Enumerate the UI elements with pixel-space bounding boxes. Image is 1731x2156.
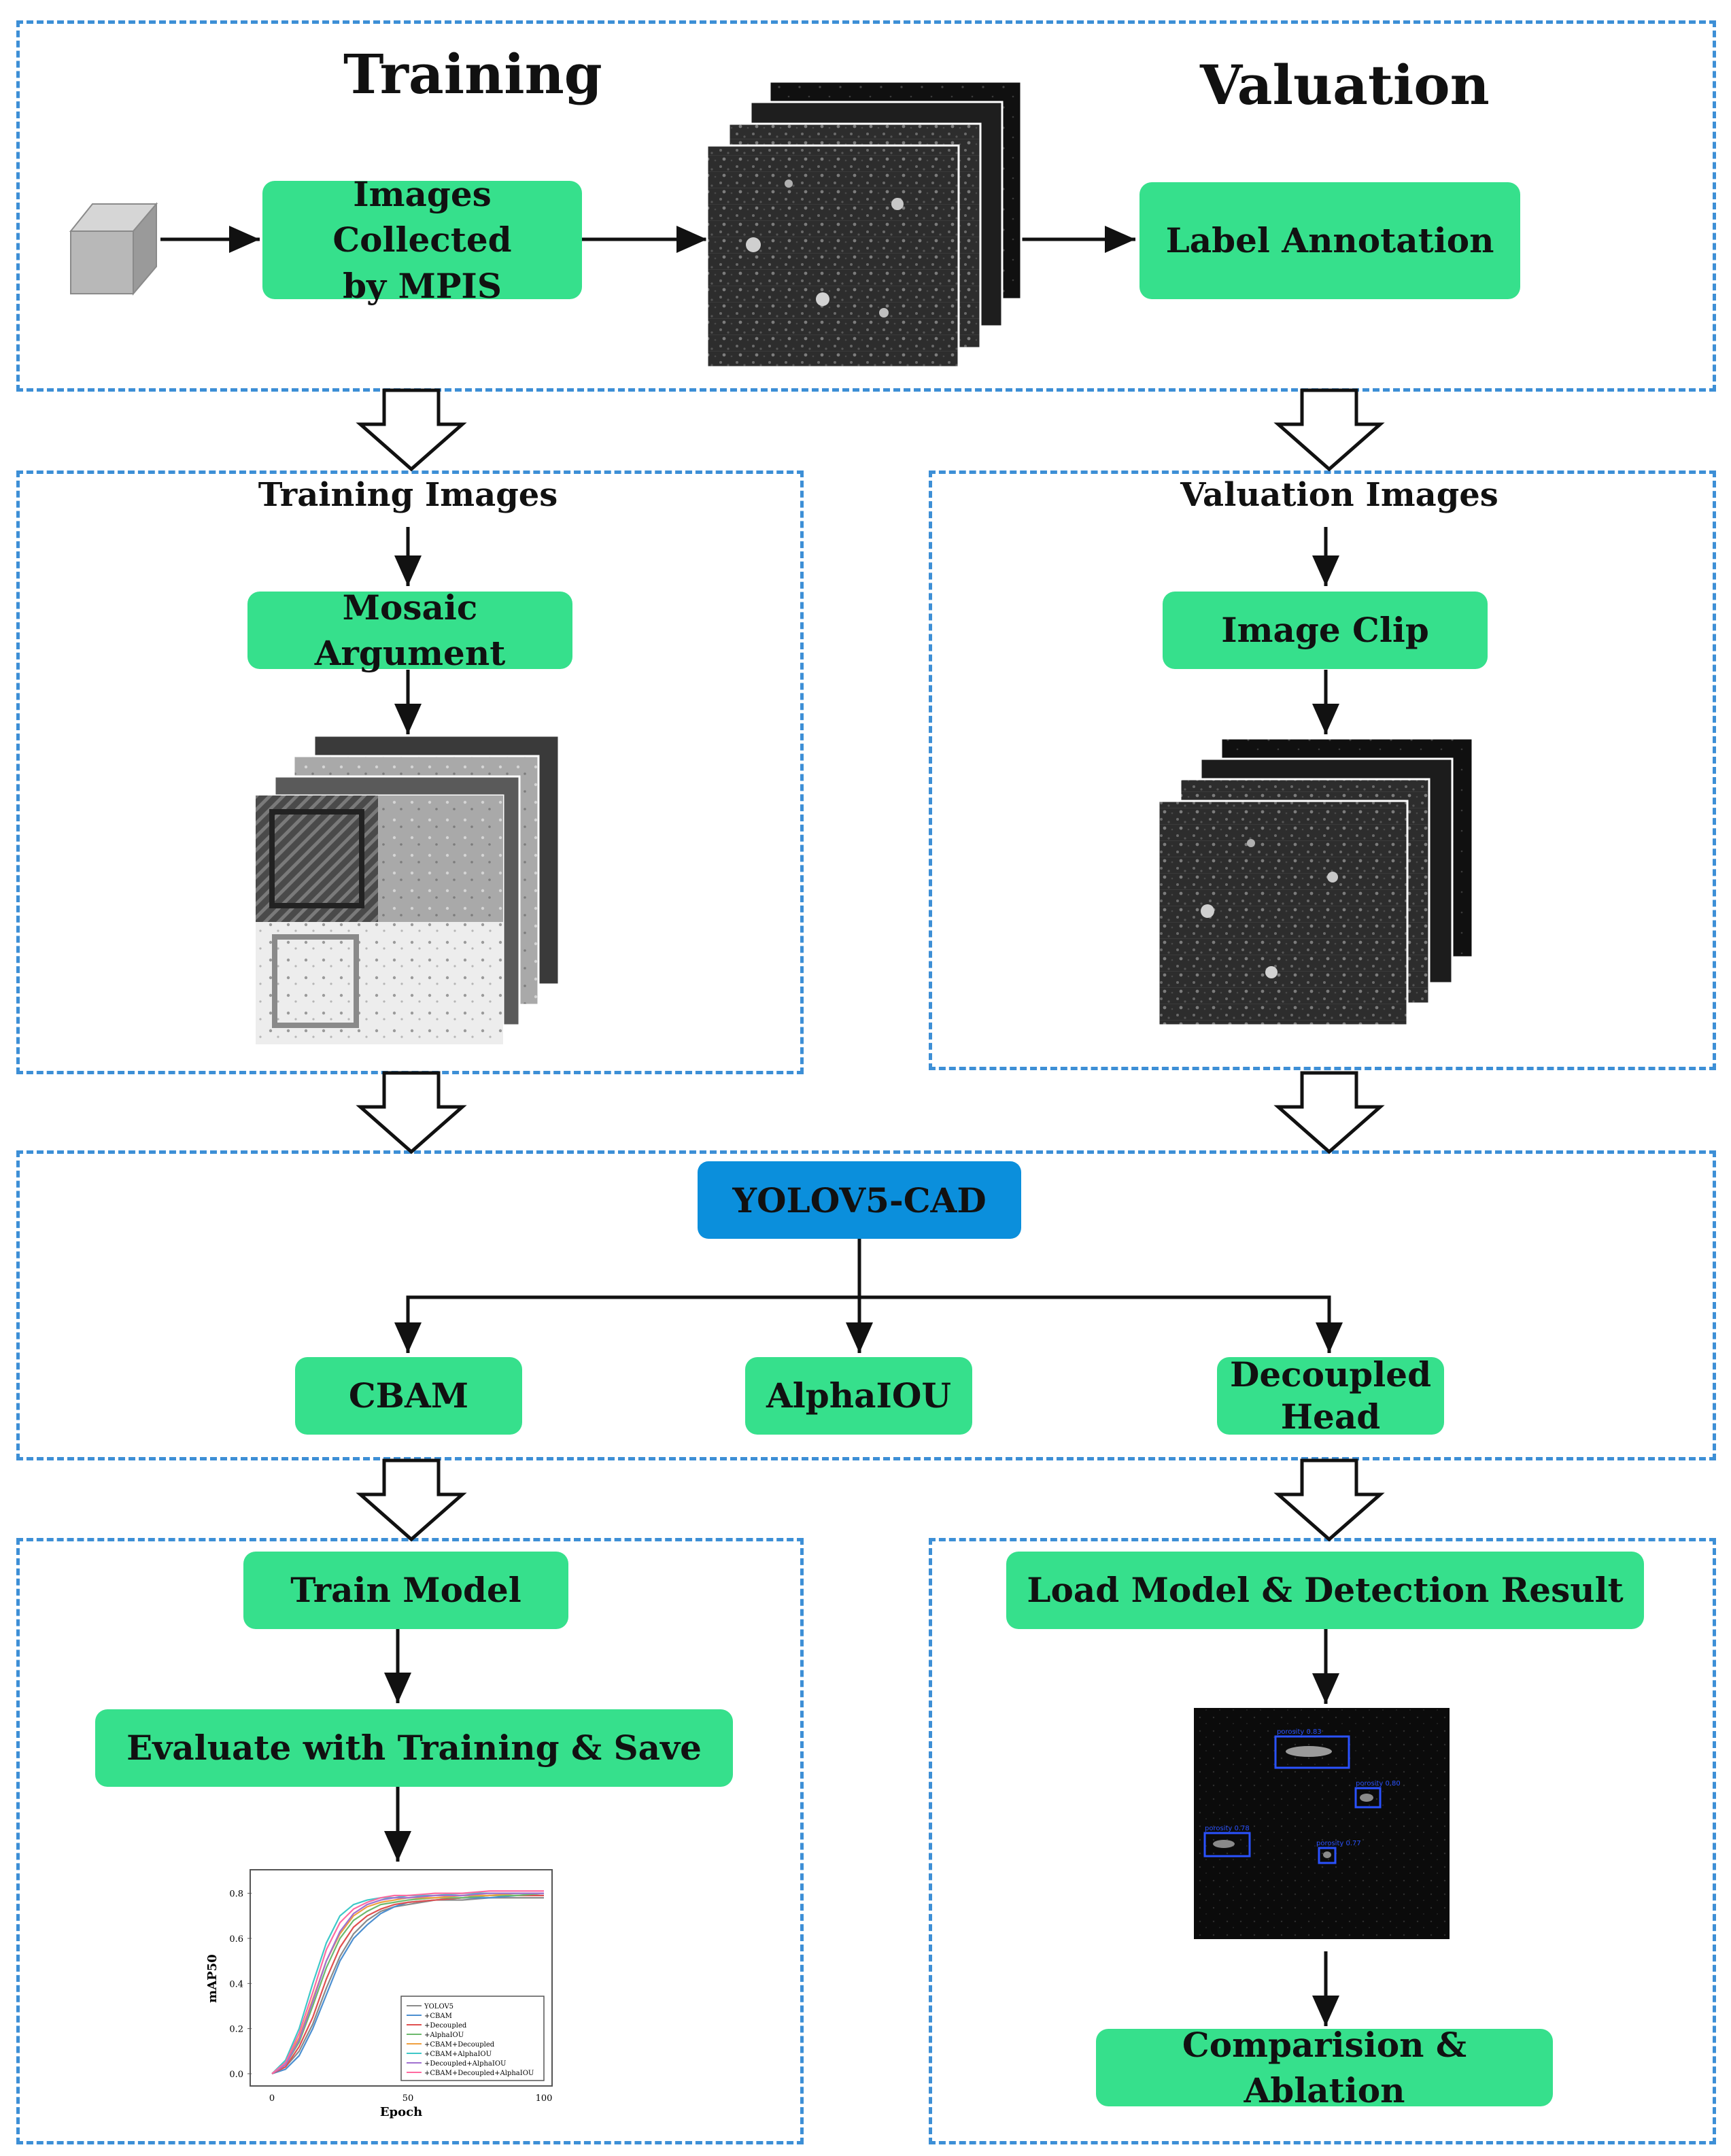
y-tick-label: 0.0 — [229, 2070, 243, 2080]
detection-label: porosity 0.78 — [1205, 1825, 1250, 1832]
series-line — [271, 1890, 544, 2074]
series-line — [271, 1892, 544, 2074]
series-line — [271, 1892, 545, 2074]
detection-label: porosity 0.80 — [1356, 1780, 1401, 1787]
training-title: Training — [343, 42, 602, 106]
comparison-ablation-box: Comparision & Ablation — [1096, 2025, 1553, 2110]
decoupled-head-box: Decoupled Head — [1217, 1354, 1444, 1437]
chart-legend — [400, 1996, 545, 2081]
chart-xlabel: Epoch — [380, 2105, 422, 2119]
cbam-box: CBAM — [295, 1357, 522, 1435]
legend-label: +CBAM — [424, 2013, 452, 2020]
legend-label: +CBAM+Decoupled — [424, 2041, 495, 2049]
valuation-images-heading: Valuation Images — [1180, 476, 1498, 514]
training-images-heading: Training Images — [258, 476, 558, 514]
series-line — [271, 1892, 544, 2074]
label-annotation-box: Label Annotation — [1139, 182, 1520, 299]
yolov5-cad-box: YOLOV5-CAD — [698, 1161, 1021, 1239]
load-model-box: Load Model & Detection Result — [1006, 1552, 1644, 1629]
y-tick-label: 0.6 — [229, 1934, 243, 1945]
legend-label: YOLOV5 — [424, 2003, 453, 2010]
valuation-title: Valuation — [1200, 53, 1490, 117]
panel-model — [16, 1150, 1716, 1460]
images-collected-box: Images Collected by MPIS — [262, 174, 582, 306]
panel-valuation-images — [929, 470, 1716, 1070]
x-tick-label: 0 — [269, 2093, 275, 2104]
panel-detection — [929, 1538, 1716, 2144]
series-line — [271, 1892, 544, 2074]
legend-label: +Decoupled — [424, 2022, 467, 2030]
series-line — [271, 1897, 544, 2074]
x-tick-label: 50 — [402, 2093, 414, 2104]
y-tick-label: 0.8 — [229, 1889, 243, 1900]
y-tick-label: 0.4 — [229, 1979, 243, 1989]
chart-ylabel: mAP50 — [205, 1954, 220, 2003]
alphaiou-box: AlphaIOU — [745, 1357, 972, 1435]
legend-label: +Decoupled+AlphaIOU — [424, 2060, 506, 2068]
evaluate-box: Evaluate with Training & Save — [95, 1709, 733, 1787]
series-line — [271, 1894, 544, 2075]
legend-label: +CBAM+AlphaIOU — [424, 2051, 492, 2058]
panel-data-collection — [16, 20, 1716, 392]
legend-label: +CBAM+Decoupled+AlphaIOU — [424, 2070, 534, 2077]
detection-label: porosity 0.83 — [1277, 1728, 1322, 1736]
image-clip-box: Image Clip — [1163, 592, 1488, 669]
x-tick-label: 100 — [536, 2093, 553, 2104]
train-model-box: Train Model — [243, 1552, 568, 1629]
mosaic-argument-box: Mosaic Argument — [247, 587, 572, 673]
detection-label: porosity 0.77 — [1316, 1840, 1361, 1847]
y-tick-label: 0.2 — [229, 2025, 243, 2035]
legend-label: +AlphaIOU — [424, 2032, 464, 2039]
